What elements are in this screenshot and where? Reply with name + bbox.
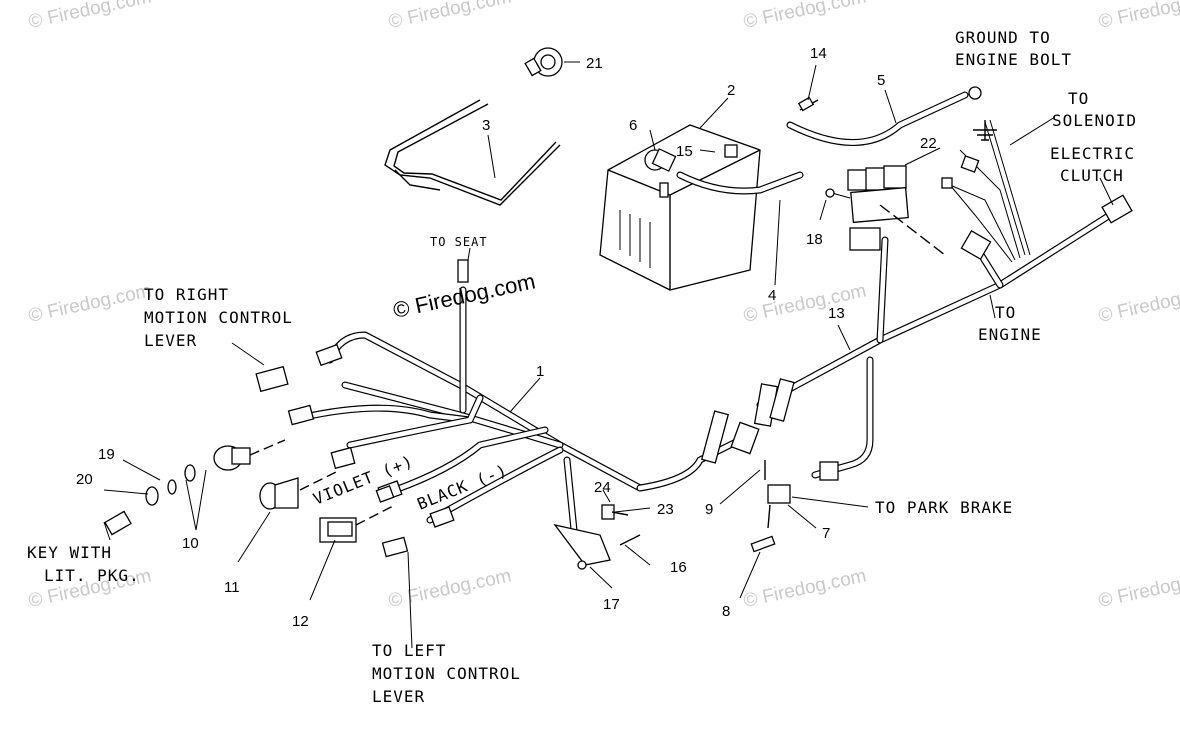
part-number-7: 7	[822, 525, 830, 542]
part-number-9: 9	[705, 501, 713, 518]
part-number-5: 5	[877, 72, 885, 89]
connectors	[287, 155, 1133, 528]
part-number-24: 24	[594, 479, 611, 496]
violet-label: VIOLET (+)	[310, 451, 416, 508]
part-number-1: 1	[536, 363, 544, 380]
seat-label: TO SEAT	[430, 235, 488, 249]
right-lever-label-line3: LEVER	[144, 331, 197, 350]
part-number-14: 14	[810, 45, 827, 62]
callout-labels: GROUND TO ENGINE BOLT TO SOLENOID ELECTR…	[27, 28, 1137, 706]
part-number-12: 12	[292, 613, 309, 630]
seat-switch-wire	[384, 47, 563, 206]
part-number-17: 17	[603, 596, 620, 613]
watermark: © Firedog.com	[742, 565, 869, 612]
part-numbers: 1 2 3 4 5 6 7 8 9 10 11 12 13 14 15 16 1…	[76, 45, 937, 630]
watermark: © Firedog.com	[1097, 565, 1180, 612]
battery-cables	[676, 86, 997, 195]
watermark: © Firedog.com	[1097, 0, 1180, 33]
hour-meter	[259, 469, 341, 510]
part-number-4: 4	[768, 287, 776, 304]
part-number-23: 23	[657, 501, 674, 518]
engine-label-line2: ENGINE	[978, 325, 1042, 344]
watermark: © Firedog.com	[742, 0, 869, 33]
part-number-21: 21	[586, 55, 603, 72]
key-label-line1: KEY WITH	[27, 543, 112, 562]
watermark: © Firedog.com	[1097, 280, 1180, 327]
part-number-6: 6	[629, 117, 637, 134]
bracket	[553, 504, 641, 570]
relay-block	[825, 165, 946, 256]
part-number-11: 11	[224, 579, 240, 596]
watermark: © Firedog.com	[742, 280, 869, 327]
battery	[599, 124, 761, 291]
right-lever-label-line1: TO RIGHT	[144, 285, 229, 304]
part-number-3: 3	[482, 117, 490, 134]
part-number-2: 2	[727, 82, 735, 99]
left-lever-label-line2: MOTION CONTROL	[372, 664, 521, 683]
key-switch	[104, 439, 286, 536]
part-number-19: 19	[98, 446, 115, 463]
part-number-20: 20	[76, 471, 93, 488]
clutch-label-line2: CLUTCH	[1060, 166, 1124, 185]
left-lever-label-line3: LEVER	[372, 687, 425, 706]
left-lever-label-line1: TO LEFT	[372, 641, 446, 660]
part-number-8: 8	[722, 603, 730, 620]
part-number-18: 18	[806, 231, 823, 248]
solenoid-label-line1: TO	[1068, 89, 1089, 108]
watermark: © Firedog.com	[387, 565, 514, 612]
part-number-10: 10	[182, 535, 199, 552]
ground-label-line1: GROUND TO	[955, 28, 1051, 47]
clutch-label-line1: ELECTRIC	[1050, 144, 1135, 163]
park-brake-label: TO PARK BRAKE	[875, 498, 1013, 517]
part-number-13: 13	[828, 305, 845, 322]
branch-wires	[949, 119, 1031, 263]
leader-lines	[103, 61, 1114, 649]
part-number-16: 16	[670, 559, 687, 576]
ground-label-line2: ENGINE BOLT	[955, 50, 1072, 69]
lamp-switch	[319, 485, 409, 558]
engine-label-line1: TO	[995, 303, 1016, 322]
watermark: © Firedog.com	[27, 0, 154, 33]
main-harness	[296, 211, 1114, 544]
key-label-line2: LIT. PKG.	[44, 566, 140, 585]
part-number-22: 22	[920, 135, 937, 152]
park-brake-switch	[750, 460, 791, 553]
right-lever-connector	[255, 365, 289, 393]
watermark: © Firedog.com	[27, 280, 154, 327]
watermark: © Firedog.com	[387, 0, 514, 33]
solenoid-label-line2: SOLENOID	[1052, 111, 1137, 130]
part-number-15: 15	[676, 143, 693, 160]
right-lever-label-line2: MOTION CONTROL	[144, 308, 293, 327]
